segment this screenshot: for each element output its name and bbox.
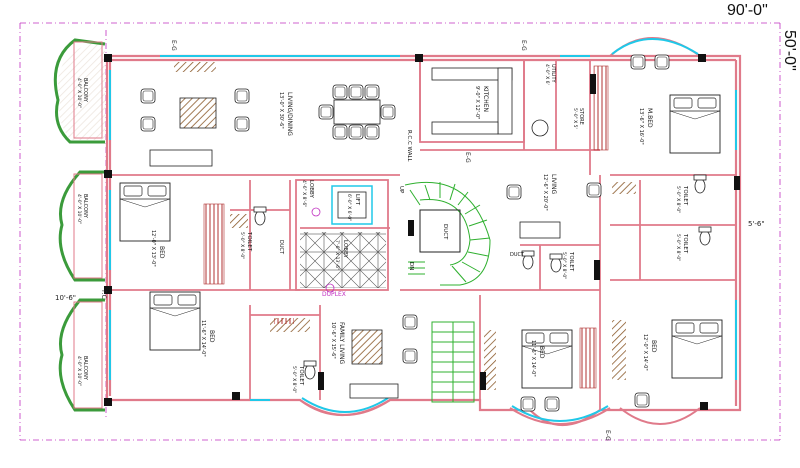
overall-depth-dimension: 50'-0" bbox=[781, 30, 798, 71]
room-labels: LIVING/DINING 13'-0" X 30'-6" KITCHEN 9'… bbox=[76, 64, 688, 393]
size-bed-mid-bottom: 11'-6" X 14'-0" bbox=[530, 340, 536, 377]
furniture bbox=[119, 54, 723, 412]
size-balcony-top: 4'-0" X 10'-0" bbox=[76, 78, 82, 108]
size-living-dining: 13'-0" X 30'-6" bbox=[278, 92, 284, 129]
label-utility: UTILITY bbox=[550, 64, 556, 84]
dim-left-10: 10'-6" bbox=[55, 294, 76, 302]
size-family-living: 10'-6" X 15'-6" bbox=[330, 322, 336, 359]
label-living: LIVING bbox=[550, 174, 557, 194]
planters bbox=[174, 62, 636, 390]
bay-windows bbox=[299, 37, 701, 425]
label-balcony-bottom: BALCONY bbox=[82, 356, 88, 381]
label-bed-left-bottom: BED bbox=[208, 330, 215, 343]
label-toilet-right-top: TOILET bbox=[682, 185, 688, 206]
size-living: 12'-6" X 20'-0" bbox=[542, 174, 548, 211]
size-utility: 4'-0" X 6' bbox=[544, 64, 550, 85]
size-toilet-right-top: 5'-0" X 8'-0" bbox=[675, 186, 681, 213]
label-bed-mid-bottom: BED bbox=[538, 346, 545, 359]
size-toilet-left-bottom: 5'-0" X 8'-0" bbox=[291, 366, 297, 393]
size-store: 5'-0" X 5' bbox=[572, 108, 578, 129]
label-m-bed: M.BED bbox=[646, 108, 653, 128]
annotations: R.C.C WALL DUPLEX UP DN bbox=[311, 130, 414, 298]
label-duct-left: DUCT bbox=[278, 240, 284, 255]
size-balcony-mid: 4'-0" X 10'-0" bbox=[76, 194, 82, 224]
size-lift: 6'-0" X 6'-0" bbox=[346, 194, 352, 221]
label-lobby-mid: LOBBY bbox=[342, 240, 348, 258]
spiral-stair bbox=[404, 181, 491, 286]
dim-pc: P.C bbox=[100, 290, 107, 299]
size-bed-right-bottom: 12'-0" X 14'-0" bbox=[642, 334, 648, 371]
label-toilet-right-mid: TOILET bbox=[682, 233, 688, 254]
size-lobby-mid: 7'-6" X 13'-6" bbox=[334, 240, 340, 270]
size-bed-left-top: 12'-0" X 13'-0" bbox=[150, 230, 156, 267]
balconies bbox=[53, 38, 106, 412]
straight-stair bbox=[431, 321, 475, 403]
size-toilet-right-mid: 5'-0" X 8'-0" bbox=[675, 234, 681, 261]
duplex-marker bbox=[325, 283, 335, 293]
size-lobby-top: 4'-6" X 8'-6" bbox=[301, 180, 307, 207]
overall-width-dimension: 90'-0" bbox=[727, 2, 768, 19]
dim-eg-top-mid: E-G bbox=[520, 40, 527, 51]
size-toilet-mid: 5'-0" X 8'-0" bbox=[561, 252, 567, 279]
size-bed-left-bottom: 11'-6" X 14'-0" bbox=[200, 320, 206, 357]
label-family-living: FAMILY LIVING bbox=[338, 322, 345, 365]
size-kitchen: 9'-0" X 12'-0" bbox=[474, 86, 480, 119]
label-duct-mid: DUCT bbox=[510, 252, 525, 258]
label-lobby-top: LOBBY bbox=[308, 180, 314, 198]
dim-eg-mid: E-G bbox=[464, 152, 471, 163]
label-kitchen: KITCHEN bbox=[482, 86, 489, 112]
label-toilet-mid: TOILET bbox=[568, 251, 574, 272]
dim-right-5: 5'-6" bbox=[748, 220, 765, 228]
dim-eg-top-left: E-G bbox=[170, 40, 177, 51]
dimension-texts: E-G E-G 10'-6" 5'-6" E-G E-G P.C bbox=[55, 40, 765, 441]
label-bed-right-bottom: BED bbox=[650, 340, 657, 353]
size-toilet-left-top: 5'-0" X 8'-0" bbox=[239, 232, 245, 259]
label-bed-left-top: BED bbox=[158, 246, 165, 259]
size-balcony-bottom: 4'-0" X 10'-0" bbox=[76, 356, 82, 386]
label-balcony-top: BALCONY bbox=[82, 78, 88, 103]
duplex-label: DUPLEX bbox=[322, 291, 346, 298]
label-lift: LIFT bbox=[354, 194, 360, 206]
size-m-bed: 13'-6" X 16'-0" bbox=[638, 108, 644, 145]
label-toilet-left-bottom: TOILET bbox=[298, 365, 304, 386]
rcc-wall-label: R.C.C WALL bbox=[406, 130, 412, 163]
up-label: UP bbox=[398, 186, 404, 194]
lift-shaft bbox=[331, 185, 373, 225]
lift-marker bbox=[311, 207, 321, 217]
label-duct-stair: DUCT bbox=[442, 224, 448, 240]
label-store: STORE bbox=[578, 108, 584, 125]
dim-eg-bottom: E-G bbox=[604, 430, 611, 441]
label-toilet-left-top: TOILET bbox=[246, 231, 252, 252]
label-living-dining: LIVING/DINING bbox=[286, 92, 293, 136]
columns bbox=[104, 54, 740, 410]
dn-label: DN bbox=[408, 262, 414, 270]
windows bbox=[109, 55, 737, 401]
lobby-floor-tile bbox=[300, 232, 386, 288]
label-balcony-mid: BALCONY bbox=[82, 194, 88, 219]
